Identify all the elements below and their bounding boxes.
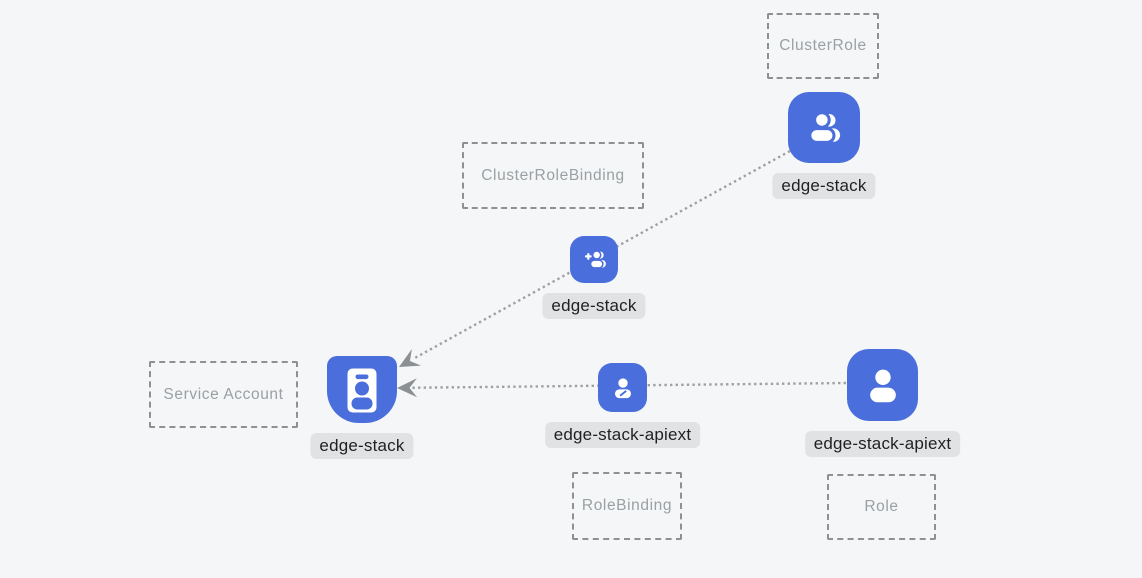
group-icon (788, 92, 860, 163)
node-role-edge-stack-apiext: edge-stack-apiext (804, 349, 961, 457)
person-edit-icon (598, 363, 647, 412)
arrowhead-icon (397, 378, 418, 398)
type-box-label: ClusterRole (779, 37, 867, 54)
node-clusterrole-edge-stack: edge-stack (772, 92, 876, 199)
node-label: edge-stack (772, 173, 876, 199)
edge-clusterrole-to-serviceaccount (412, 149, 791, 361)
node-label: edge-stack (542, 293, 646, 319)
type-box-label: Service Account (163, 385, 284, 403)
node-label: edge-stack-apiext (804, 431, 961, 457)
type-box-label: Role (864, 498, 899, 515)
type-box-role: Role (827, 474, 936, 540)
type-box-clusterrole: ClusterRole (767, 13, 879, 79)
person-icon (847, 349, 918, 421)
type-box-label: ClusterRoleBinding (481, 166, 625, 184)
type-box-rolebinding: RoleBinding (572, 472, 682, 540)
id-badge-icon (327, 356, 397, 423)
arrowhead-icon (399, 349, 422, 367)
type-box-service-account: Service Account (149, 361, 298, 428)
type-box-clusterrolebinding: ClusterRoleBinding (462, 142, 644, 209)
node-label: edge-stack-apiext (544, 422, 701, 448)
node-label: edge-stack (310, 433, 414, 459)
node-rolebinding-edge-stack-apiext: edge-stack-apiext (544, 363, 701, 448)
type-box-label: RoleBinding (581, 497, 673, 514)
person-add-icon (570, 236, 618, 283)
node-clusterrolebinding-edge-stack: edge-stack (542, 236, 646, 319)
node-serviceaccount-edge-stack: edge-stack (310, 356, 414, 459)
